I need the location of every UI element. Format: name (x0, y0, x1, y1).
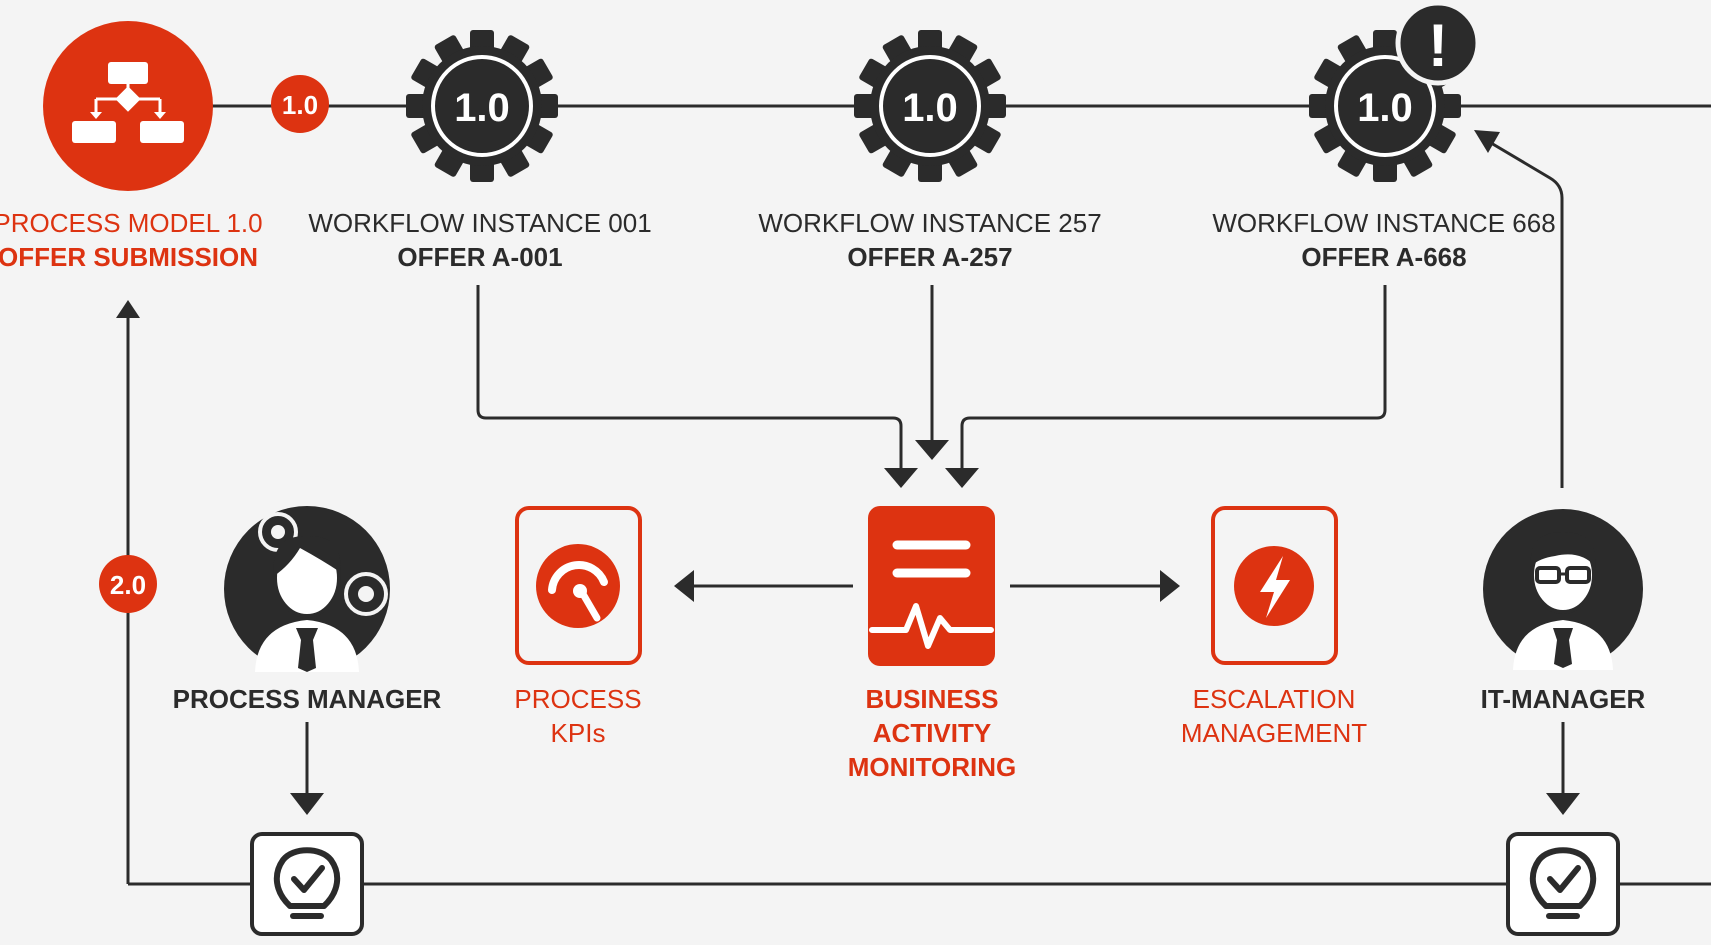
it-manager-label: IT-MANAGER (1481, 684, 1646, 714)
kpi-label-line2: KPIs (551, 718, 606, 748)
bam-to-escalation-arrowhead (1160, 570, 1180, 602)
workflow-257-arrowhead (915, 440, 949, 460)
it-manager-down-arrowhead (1546, 793, 1580, 815)
workflow-001-offer: OFFER A-001 (397, 242, 562, 272)
lightbulb-check-icon[interactable] (1508, 834, 1618, 934)
bam-to-kpi-arrowhead (674, 570, 694, 602)
workflow-257-offer: OFFER A-257 (847, 242, 1012, 272)
escalation-label-line2: MANAGEMENT (1181, 718, 1367, 748)
workflow-257-title: WORKFLOW INSTANCE 257 (758, 208, 1101, 238)
version-badge-1: 1.0 (271, 75, 329, 133)
speedometer-icon (536, 544, 620, 628)
workflow-001-arrowhead (884, 468, 918, 488)
workflow-668-arrowhead (945, 468, 979, 488)
alert-mark: ! (1428, 12, 1448, 79)
process-kpis-module[interactable]: PROCESS KPIs (514, 506, 642, 748)
bam-label-line1: BUSINESS (866, 684, 999, 714)
it-manager-avatar-icon (1483, 509, 1643, 670)
version-badge-2: 2.0 (99, 555, 157, 613)
it-manager-to-workflow-line (1485, 138, 1564, 488)
workflow-668-title: WORKFLOW INSTANCE 668 (1212, 208, 1555, 238)
process-model-subtitle: OFFER SUBMISSION (0, 242, 258, 272)
workflow-668-connector (960, 285, 1387, 470)
kpi-label-line1: PROCESS (514, 684, 641, 714)
workflow-668-offer: OFFER A-668 (1301, 242, 1466, 272)
feedback-arrowhead (116, 300, 140, 318)
workflow-instance-668[interactable]: 1.0 ! WORKFLOW INSTANCE 668 OFFER A-668 (1212, 0, 1556, 272)
version-badge-2-label: 2.0 (110, 570, 146, 600)
alert-icon: ! (1395, 0, 1481, 86)
lightbulb-check-icon[interactable] (252, 834, 362, 934)
process-manager-label: PROCESS MANAGER (173, 684, 442, 714)
process-model-title: PROCESS MODEL 1.0 (0, 208, 263, 238)
it-manager-arrowhead (1474, 130, 1500, 153)
workflow-001-version: 1.0 (454, 86, 510, 130)
workflow-668-version: 1.0 (1357, 86, 1413, 130)
process-manager-avatar-icon (224, 506, 390, 672)
workflow-001-connector (476, 285, 903, 470)
bam-label-line2: ACTIVITY (873, 718, 991, 748)
workflow-instance-257[interactable]: 1.0 WORKFLOW INSTANCE 257 OFFER A-257 (758, 28, 1102, 272)
process-manager-down-arrowhead (290, 793, 324, 815)
flowchart-icon (72, 62, 184, 143)
bam-label-line3: MONITORING (848, 752, 1017, 782)
version-badge-1-label: 1.0 (282, 90, 318, 120)
process-model-node: PROCESS MODEL 1.0 OFFER SUBMISSION (0, 21, 263, 272)
escalation-label-line1: ESCALATION (1193, 684, 1356, 714)
workflow-001-title: WORKFLOW INSTANCE 001 (308, 208, 651, 238)
lightning-icon (1234, 546, 1314, 626)
escalation-module[interactable]: ESCALATION MANAGEMENT (1181, 506, 1367, 748)
bam-module[interactable]: BUSINESS ACTIVITY MONITORING (848, 506, 1017, 782)
workflow-257-version: 1.0 (902, 86, 958, 130)
activity-monitor-icon (869, 540, 994, 649)
it-manager-role[interactable]: IT-MANAGER (1481, 509, 1646, 714)
workflow-instance-001[interactable]: 1.0 WORKFLOW INSTANCE 001 OFFER A-001 (308, 28, 652, 272)
connector-lines (116, 104, 1711, 886)
process-manager-role[interactable]: PROCESS MANAGER (173, 506, 442, 714)
